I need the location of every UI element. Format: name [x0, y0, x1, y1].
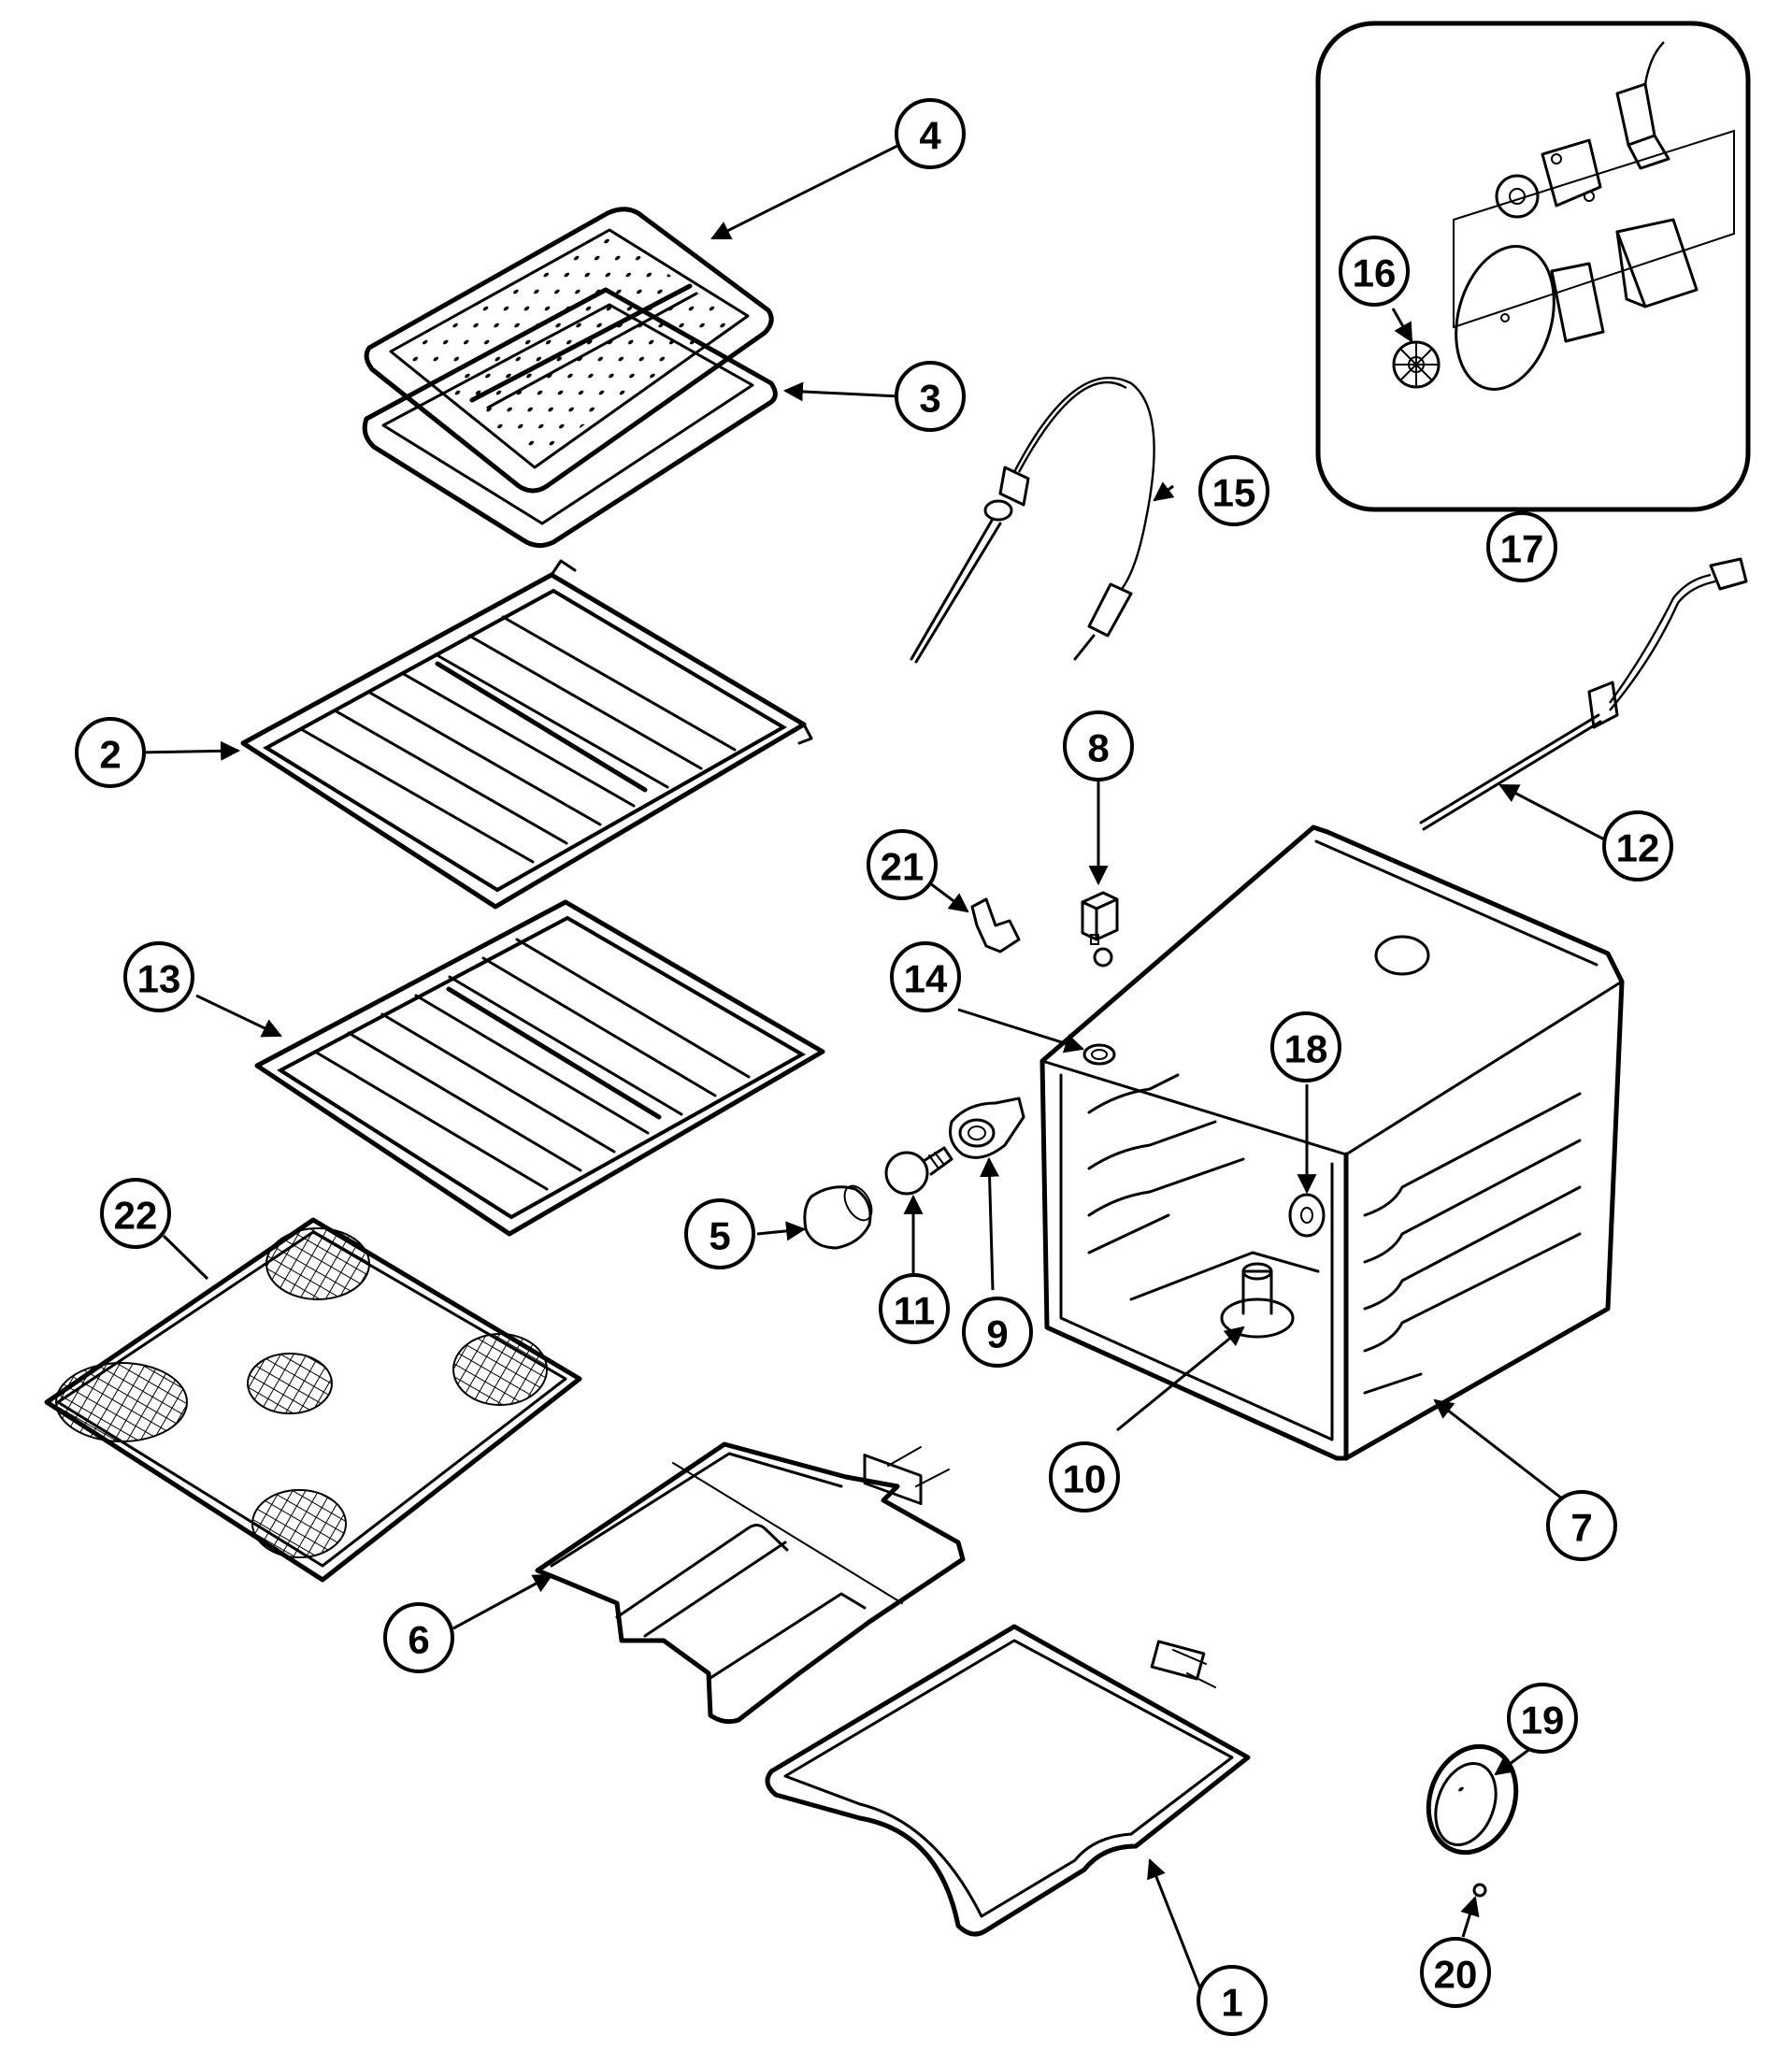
broil-element [535, 1441, 966, 1725]
leader-lines [137, 143, 1609, 1992]
callout-11: 11 [879, 1273, 950, 1344]
callout-number: 9 [986, 1312, 1008, 1356]
callout-2: 2 [75, 717, 146, 788]
callout-circle [962, 1297, 1033, 1368]
callout-circle [383, 1602, 454, 1673]
callout-circle [1198, 455, 1269, 526]
callout-number: 4 [919, 114, 941, 158]
callout-circle [1197, 1965, 1268, 2036]
callout-1: 1 [1197, 1965, 1268, 2036]
callout-19: 19 [1507, 1683, 1578, 1754]
callout-number: 6 [408, 1618, 429, 1662]
callout-13: 13 [123, 941, 194, 1012]
callout-16: 16 [1339, 236, 1410, 307]
callout-10: 10 [1049, 1441, 1120, 1512]
callout-number: 14 [904, 957, 948, 1001]
broiler-pan-insert [364, 207, 774, 494]
screw [1472, 1883, 1487, 1898]
oven-liner-mesh [44, 1217, 582, 1583]
callout-number: 17 [1500, 527, 1544, 571]
callout-circle [123, 941, 194, 1012]
callout-7: 7 [1546, 1490, 1617, 1561]
callout-12: 12 [1602, 810, 1673, 882]
callout-number: 22 [114, 1194, 158, 1238]
callout-circle [1602, 810, 1673, 882]
callout-circle [75, 717, 146, 788]
callout-circle [1339, 236, 1410, 307]
callout-number: 15 [1212, 471, 1256, 515]
callout-6: 6 [383, 1602, 454, 1673]
callout-17: 17 [1486, 511, 1557, 582]
callout-number: 1 [1221, 1981, 1242, 2025]
callout-number: 21 [881, 845, 925, 889]
callout-number: 2 [99, 733, 121, 777]
temperature-sensor [1419, 557, 1748, 831]
bake-element [765, 1624, 1251, 1937]
oven-rack-upper [240, 559, 813, 910]
light-lens [803, 1184, 873, 1250]
callout-circle [1063, 710, 1134, 781]
callout-circle [1486, 511, 1557, 582]
callout-number: 16 [1353, 251, 1397, 295]
meat-probe [910, 377, 1155, 664]
callout-number: 8 [1087, 726, 1109, 770]
callout-14: 14 [890, 941, 961, 1012]
callout-number: 19 [1521, 1699, 1565, 1742]
fan-cover [1426, 1743, 1519, 1856]
callout-circle [890, 941, 961, 1012]
callout-number: 3 [919, 377, 940, 421]
callout-9: 9 [962, 1297, 1033, 1368]
callout-number: 18 [1284, 1027, 1328, 1071]
light-bulb [884, 1146, 953, 1196]
oven-rack-lower [254, 899, 825, 1237]
callout-5: 5 [684, 1198, 755, 1269]
fan-assembly-inset [1315, 21, 1751, 512]
callout-3: 3 [895, 361, 966, 432]
plug [1288, 1193, 1326, 1238]
callout-number: 5 [709, 1214, 730, 1258]
callout-circle [1420, 1937, 1491, 2008]
callout-circle [1270, 1011, 1341, 1082]
callout-number: 20 [1434, 1953, 1478, 1997]
callout-22: 22 [100, 1178, 171, 1249]
callout-18: 18 [1270, 1011, 1341, 1082]
callout-circle [867, 829, 938, 900]
broiler-pan [362, 287, 778, 548]
callout-number: 12 [1616, 826, 1660, 870]
callout-number: 11 [894, 1289, 935, 1333]
callout-circle [1546, 1490, 1617, 1561]
callout-number: 7 [1570, 1506, 1592, 1550]
callout-circle [684, 1198, 755, 1269]
switch-block [1081, 891, 1119, 945]
callout-circle [1507, 1683, 1578, 1754]
callout-circle [1049, 1441, 1120, 1512]
oven-cavity [1039, 824, 1625, 1461]
callout-circle [895, 98, 966, 169]
callout-15: 15 [1198, 455, 1269, 526]
callout-circle [879, 1273, 950, 1344]
callout-21: 21 [867, 829, 938, 900]
clip [970, 897, 1021, 953]
callout-20: 20 [1420, 1937, 1491, 2008]
light-socket [949, 1097, 1025, 1159]
callout-circle [100, 1178, 171, 1249]
callout-circle [895, 361, 966, 432]
callout-number: 10 [1063, 1457, 1107, 1501]
callout-4: 4 [895, 98, 966, 169]
convection-fan-fitting [1220, 1262, 1295, 1339]
callout-number: 13 [137, 957, 181, 1001]
callout-8: 8 [1063, 710, 1134, 781]
